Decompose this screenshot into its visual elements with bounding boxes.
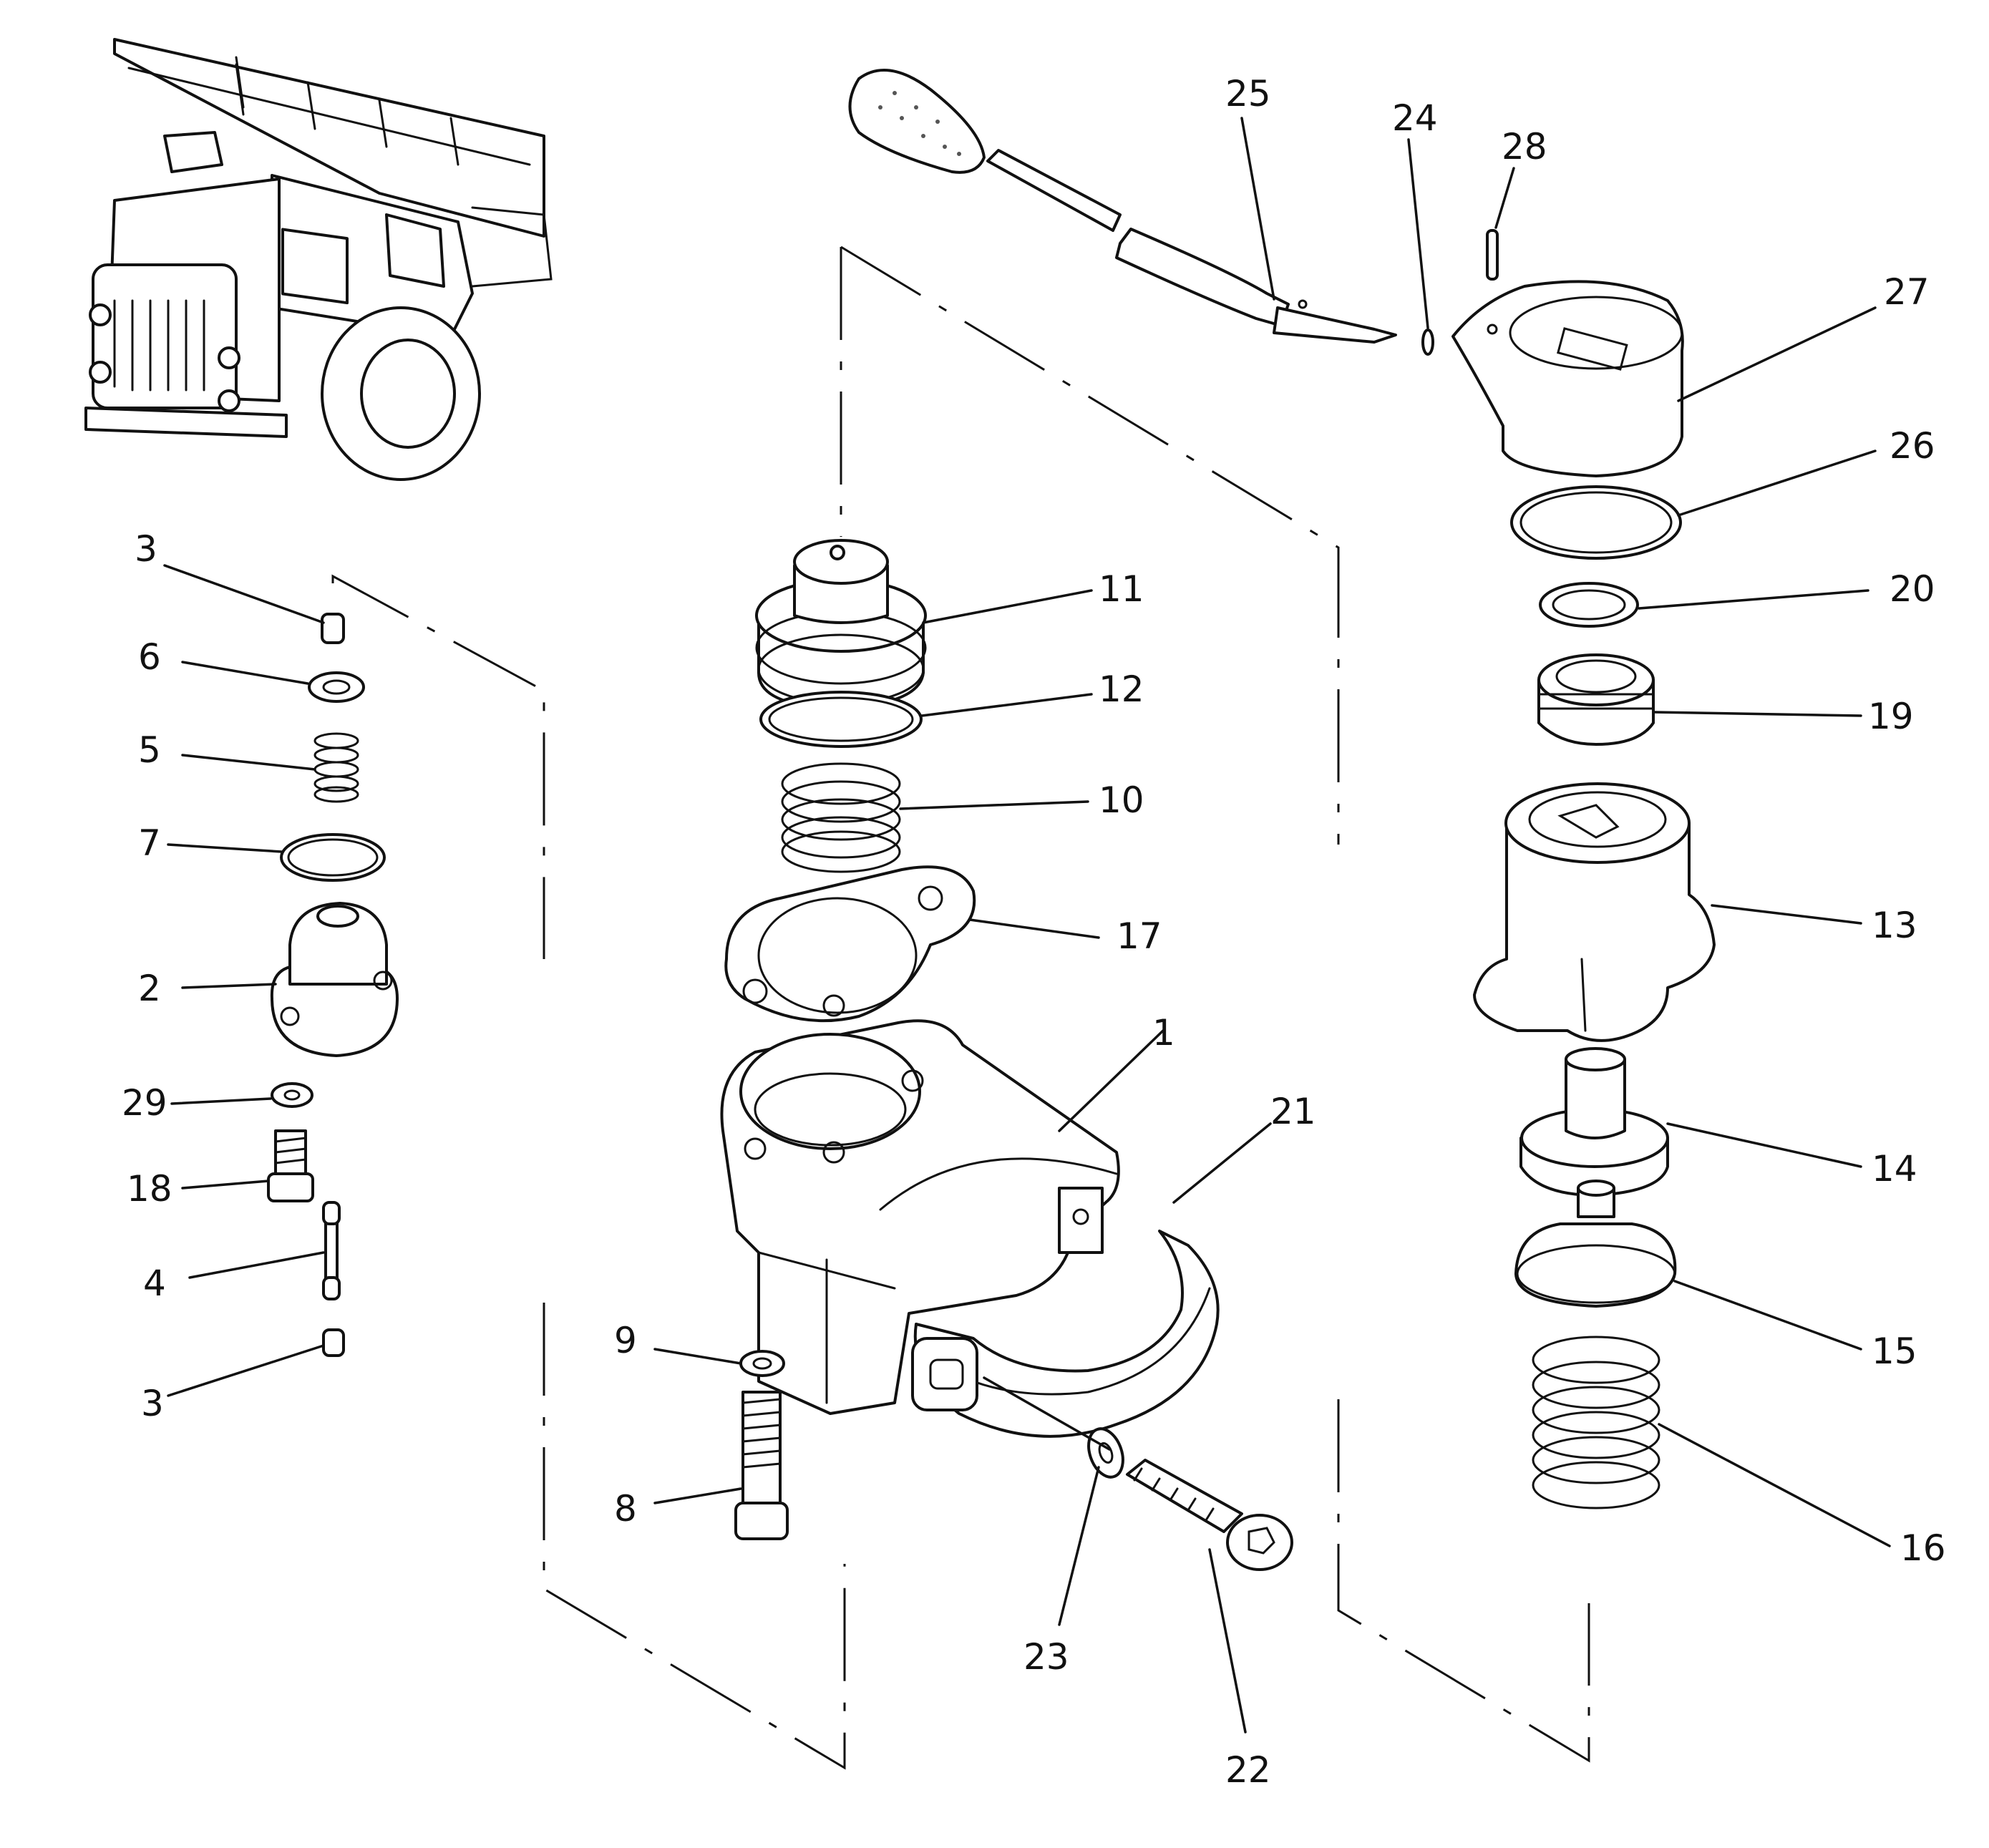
part-28-pin [1486,229,1499,281]
part-27-cap [1451,280,1684,477]
part-9-washer [739,1350,785,1377]
part-19-nut [1537,653,1655,746]
callout-14: 14 [1872,1148,1917,1190]
callout-24: 24 [1392,97,1438,139]
part-12-ring [759,691,923,748]
callout-20: 20 [1890,568,1935,610]
part-2-cover [270,902,399,1057]
part-17-gasket [724,865,976,1023]
callout-23: 23 [1023,1636,1069,1678]
part-22-cap-screw [1126,1459,1293,1571]
part-8-bolt [734,1391,789,1540]
callout-12: 12 [1099,668,1144,710]
part-11-piston [755,539,927,710]
part-3-plug-bottom [322,1328,345,1357]
callout-labels: 3 6 5 7 2 29 18 4 3 25 24 28 27 26 20 19… [122,73,1946,1791]
callout-11: 11 [1099,568,1144,610]
right-subassembly [1451,280,1716,1509]
callout-27: 27 [1884,271,1930,313]
callout-15: 15 [1872,1331,1917,1372]
callout-29: 29 [122,1082,167,1124]
callout-3-bottom: 3 [141,1383,164,1424]
callout-19: 19 [1868,696,1914,737]
callout-28: 28 [1502,126,1547,167]
part-25-lever [848,69,1397,344]
callout-18: 18 [127,1168,172,1210]
part-4-pin [322,1201,341,1300]
callout-21: 21 [1270,1091,1316,1132]
part-13-housing [1473,782,1716,1042]
part-3-plug-top [321,613,345,644]
left-subassembly [267,613,399,1357]
part-10-spring [781,762,901,873]
callout-25: 25 [1225,73,1271,115]
callout-22: 22 [1225,1749,1271,1791]
callout-26: 26 [1890,425,1935,467]
callout-3-top: 3 [135,528,157,570]
part-18-bolt [267,1129,314,1202]
callout-8: 8 [614,1488,637,1530]
callout-1: 1 [1152,1012,1175,1054]
part-24-pin [1421,329,1434,356]
part-1-body [720,1019,1120,1415]
part-21-clamp [911,1230,1220,1438]
part-6-washer [308,671,365,703]
part-16-spring [1532,1336,1660,1509]
part-29-lock-washer [271,1082,313,1108]
callout-2: 2 [138,968,161,1009]
callout-7: 7 [138,822,161,864]
callout-4: 4 [143,1263,166,1304]
part-26-ring [1510,485,1682,560]
part-14-plunger [1519,1047,1669,1197]
callout-5: 5 [138,729,161,771]
part-15-seat [1514,1180,1677,1308]
callout-10: 10 [1099,779,1144,821]
part-23-washer [1087,1427,1124,1479]
callout-6: 6 [138,636,161,678]
part-5-spring [313,732,359,803]
center-subassembly [720,539,1293,1571]
part-7-o-ring [280,833,386,882]
callout-9: 9 [614,1320,637,1361]
callout-16: 16 [1900,1527,1946,1569]
callout-17: 17 [1117,915,1162,957]
assembly-boundary-lines [331,245,1590,1770]
dump-truck-inset [84,38,553,481]
callout-13: 13 [1872,905,1917,946]
leader-lines [163,117,1891,1733]
